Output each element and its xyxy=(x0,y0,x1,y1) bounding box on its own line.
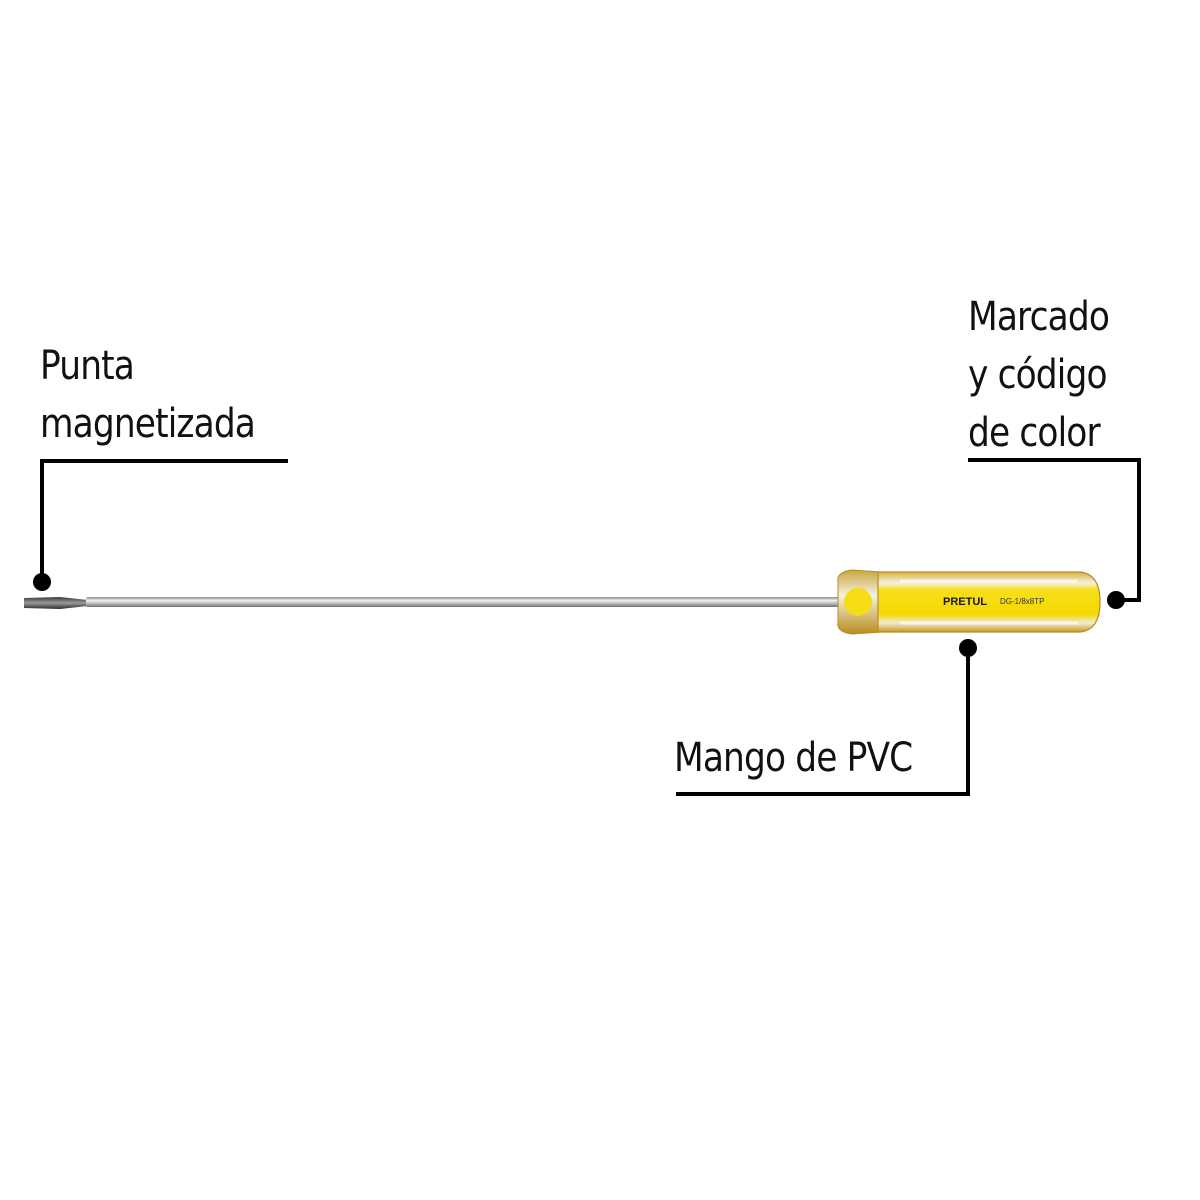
callout-tip-line-1: Punta xyxy=(40,343,135,389)
handle-brand-text: PRETUL xyxy=(943,596,987,608)
handle-inner-accent xyxy=(844,588,872,616)
callout-marking-label: Marcado y código de color xyxy=(968,288,1110,462)
callout-handle-line-1: Mango de PVC xyxy=(674,735,913,781)
handle-model-text: DG-1/8x8TP xyxy=(1000,597,1044,606)
callout-handle-leader xyxy=(676,639,977,796)
callout-tip-label: Punta magnetizada xyxy=(40,337,256,453)
callout-tip-dot xyxy=(33,573,51,591)
callout-tip-leader xyxy=(33,459,288,591)
screwdriver: PRETUL DG-1/8x8TP xyxy=(24,569,1101,635)
callout-marking-line-2: y código xyxy=(968,352,1108,398)
callout-handle-label: Mango de PVC xyxy=(674,729,913,787)
handle-body xyxy=(877,571,1101,633)
callout-handle-dot xyxy=(959,639,977,657)
callout-tip-line-2: magnetizada xyxy=(40,401,256,447)
callout-marking-line-3: de color xyxy=(968,410,1101,456)
callout-marking-leader xyxy=(968,458,1141,609)
callout-marking-dot xyxy=(1107,591,1125,609)
screwdriver-shaft xyxy=(86,597,846,607)
callout-marking-line-1: Marcado xyxy=(968,294,1110,340)
screwdriver-tip xyxy=(24,597,88,609)
